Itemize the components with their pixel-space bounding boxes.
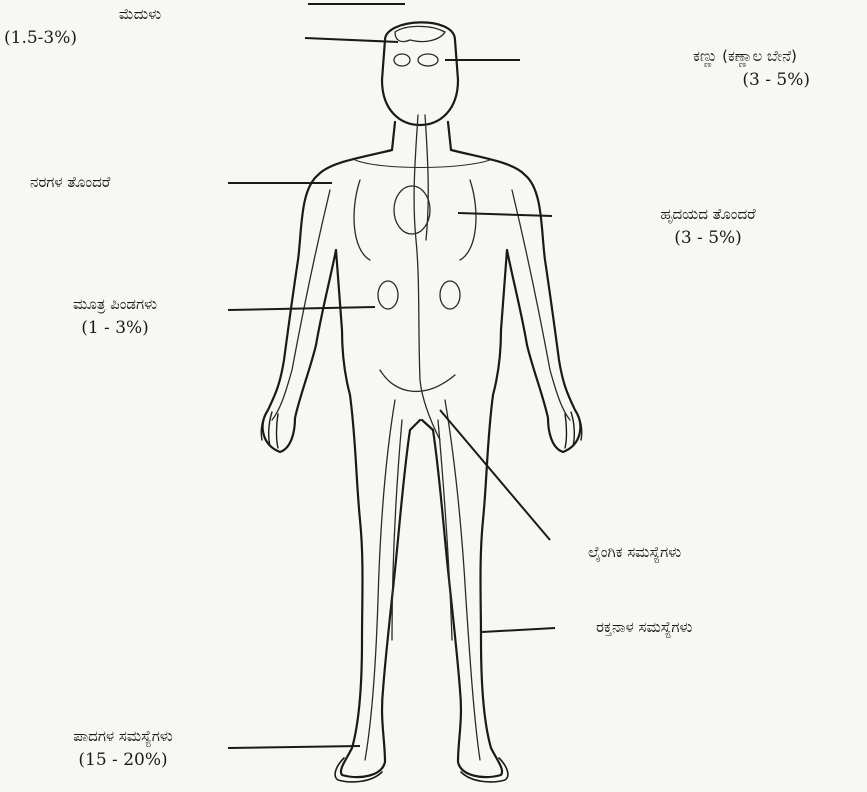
heart-label: ಹೃದಯದ ತೊಂದರೆ (3 - 5%) bbox=[608, 204, 808, 250]
eye-percent: (3 - 5%) bbox=[630, 68, 860, 93]
heart-name: ಹೃದಯದ ತೊಂದರೆ bbox=[608, 204, 808, 226]
sexual-label: ಲೈಂಗಿಕ ಸಮಸ್ಯೆಗಳು bbox=[588, 542, 808, 564]
kidneys-label: ಮೂತ್ರ ಪಿಂಡಗಳು (1 - 3%) bbox=[30, 294, 200, 340]
nerves-label: ನರಗಳ ತೊಂದರೆ bbox=[30, 172, 220, 194]
heart-pointer bbox=[458, 213, 552, 216]
eye-name: ಕಣ್ಣು (ಕಣ್ಣಾಲ ಬೇನೆ) bbox=[630, 46, 860, 68]
right-body-outline bbox=[422, 122, 580, 777]
kidneys-pointer bbox=[228, 307, 375, 310]
body-outline bbox=[261, 22, 582, 782]
brain-label: ಮೆದುಳು (1.5-3%) bbox=[80, 4, 200, 50]
nerves-name: ನರಗಳ ತೊಂದರೆ bbox=[30, 172, 220, 194]
feet-pointer bbox=[228, 746, 360, 748]
brain-name: ಮೆದುಳು bbox=[80, 4, 200, 26]
vascular-pointer bbox=[482, 628, 555, 632]
left-body-outline bbox=[263, 122, 420, 777]
eye-label: ಕಣ್ಣು (ಕಣ್ಣಾಲ ಬೇನೆ) (3 - 5%) bbox=[630, 46, 860, 92]
feet-label: ಪಾದಗಳ ಸಮಸ್ಯೆಗಳು (15 - 20%) bbox=[28, 726, 218, 772]
feet-percent: (15 - 20%) bbox=[28, 748, 218, 773]
left-leg-vessel bbox=[365, 400, 395, 760]
brain-scribble bbox=[395, 26, 445, 41]
sexual-pointer bbox=[440, 410, 550, 540]
feet-name: ಪಾದಗಳ ಸಮಸ್ಯೆಗಳು bbox=[28, 726, 218, 748]
kidney-right bbox=[440, 281, 460, 309]
heart-percent: (3 - 5%) bbox=[608, 226, 808, 251]
eye-shape bbox=[418, 54, 438, 66]
internal-vessels bbox=[272, 26, 570, 760]
kidneys-percent: (1 - 3%) bbox=[30, 316, 200, 341]
right-leg-vessel bbox=[445, 400, 480, 760]
head-outline bbox=[382, 22, 458, 125]
pelvis-shape bbox=[380, 370, 455, 391]
brain-percent: (1.5-3%) bbox=[4, 26, 200, 51]
vascular-label: ರಕ್ತನಾಳ ಸಮಸ್ಯೆಗಳು bbox=[596, 617, 816, 639]
kidney-left bbox=[378, 281, 398, 309]
heart-shape bbox=[394, 186, 430, 234]
sexual-name: ಲೈಂಗಿಕ ಸಮಸ್ಯೆಗಳು bbox=[588, 542, 808, 564]
vascular-name: ರಕ್ತನಾಳ ಸಮಸ್ಯೆಗಳು bbox=[596, 617, 816, 639]
kidneys-name: ಮೂತ್ರ ಪಿಂಡಗಳು bbox=[30, 294, 200, 316]
